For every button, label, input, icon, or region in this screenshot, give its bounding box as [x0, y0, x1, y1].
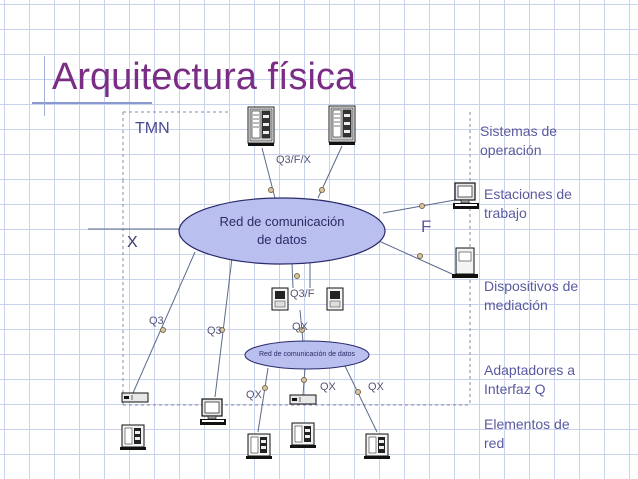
interface-qx-top-label: QX — [292, 321, 308, 333]
legend-line: Dispositivos de — [484, 278, 579, 294]
legend-workstations: Estaciones de trabajo — [484, 185, 572, 223]
title-side-rule — [44, 56, 45, 116]
server-icon — [328, 105, 356, 146]
main-data-network — [178, 197, 386, 265]
title-underline — [32, 102, 152, 104]
interface-points — [160, 187, 425, 395]
legend-line: Adaptadores a — [484, 362, 576, 378]
legend-line: Elementos de — [484, 416, 570, 432]
interface-x-label: X — [127, 234, 138, 251]
legend-line: red — [484, 435, 505, 451]
q-adapter-icon — [121, 392, 149, 403]
legend-line: operación — [480, 142, 542, 158]
interface-q3f-label: Q3/F — [290, 288, 315, 300]
interface-q3-mid-label: Q3 — [207, 325, 222, 337]
mediation-device-icon — [451, 247, 479, 279]
network-element-icon — [363, 433, 391, 460]
sub-data-network — [244, 340, 370, 370]
network-element-icon — [119, 424, 147, 451]
tmn-label: TMN — [135, 120, 170, 137]
legend-line: mediación — [484, 297, 548, 313]
legend-line: Sistemas de — [480, 123, 558, 139]
interface-qx-b1-label: QX — [246, 389, 262, 401]
interface-q3-left-label: Q3 — [149, 315, 164, 327]
interface-qx-b2-label: QX — [320, 381, 336, 393]
main-network-line1: Red de comunicación — [219, 214, 345, 229]
network-element-icon — [245, 433, 273, 460]
interface-f-label: F — [421, 217, 432, 236]
connection-lines — [88, 145, 456, 433]
legend-network-elements: Elementos de red — [484, 415, 570, 453]
slide-title: Arquitectura física — [52, 56, 357, 98]
sub-network-label: Red de comunicación de datos — [258, 351, 356, 358]
legend-line: trabajo — [484, 205, 527, 221]
mediation-device-icon — [326, 287, 344, 311]
q-adapter-icon — [289, 394, 317, 405]
interface-q3fx-label: Q3/F/X — [276, 154, 311, 166]
workstation-icon — [199, 398, 227, 426]
legend-operations-systems: Sistemas de operación — [480, 122, 557, 160]
main-network-label: Red de comunicación de datos — [212, 213, 352, 249]
workstation-icon — [452, 182, 480, 210]
legend-q-adapters: Adaptadores a Interfaz Q — [484, 361, 575, 399]
legend-line: Estaciones de — [484, 186, 572, 202]
legend-mediation-devices: Dispositivos de mediación — [484, 277, 578, 315]
main-network-line2: de datos — [257, 232, 307, 247]
interface-qx-b3-label: QX — [368, 381, 384, 393]
legend-line: Interfaz Q — [484, 381, 546, 397]
server-icon — [247, 106, 275, 147]
network-element-icon — [289, 422, 317, 449]
mediation-device-icon — [271, 287, 289, 311]
